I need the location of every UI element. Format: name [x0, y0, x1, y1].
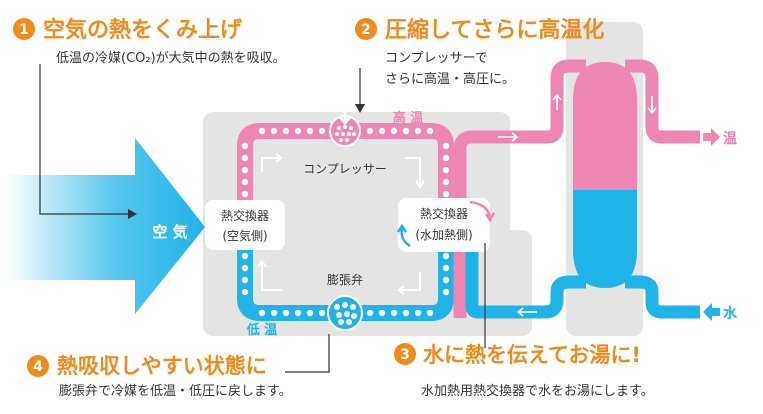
hx-water-pink-arrowhead-icon [484, 212, 496, 223]
water-in-arrow-icon [703, 303, 720, 321]
refrigerant-dot [270, 127, 278, 135]
refrigerant-dot [241, 288, 249, 296]
hx-water-pink-arrow-icon [469, 200, 492, 219]
refrigerant-dot [241, 252, 249, 260]
hx-water-line1: 熱交換器 [420, 206, 468, 221]
refrigerant-dots [241, 127, 450, 317]
refrigerant-dot [241, 166, 249, 174]
step-description: 低温の冷媒(CO₂)が大気中の熱を吸収。 [56, 50, 286, 66]
air-intake-arrow [5, 138, 205, 314]
hx-water-blue-arrowhead-icon [396, 223, 408, 233]
step-title: 空気の熱をくみ上げ [43, 17, 243, 43]
step-description: 膨張弁で冷媒を低温・低圧に戻します。 [59, 384, 292, 399]
step-description: 水加熱用熱交換器で水をお湯にします。 [421, 383, 654, 399]
hx-air-line2: (空気側) [222, 228, 267, 243]
refrigerant-dot [282, 127, 290, 135]
water-in-label: 水 [723, 305, 738, 322]
refrigerant-dot [442, 166, 450, 174]
hot-water-pipe [453, 59, 586, 318]
high-temp-label: 高 温 [393, 110, 424, 126]
refrigerant-dot [270, 309, 278, 317]
refrigerant-dot [442, 142, 450, 150]
refrigerant-dot [378, 127, 386, 135]
refrigerant-dot [258, 127, 266, 135]
refrigerant-dot [241, 154, 249, 162]
refrigerant-dot [442, 276, 450, 284]
refrigerant-dot [241, 142, 249, 150]
refrigerant-dot [366, 127, 374, 135]
refrigerant-dot [414, 309, 422, 317]
hot-water-tank-bottom [573, 190, 637, 288]
refrigerant-dot [294, 309, 302, 317]
step-title: 水に熱を伝えてお湯に! [423, 343, 641, 367]
refrigerant-dot [426, 309, 434, 317]
cold-water-inlet-pipe [625, 275, 700, 319]
compressor-down-arrow-icon [338, 108, 352, 126]
step-number: 2 [361, 22, 371, 38]
step-4: 4 熱吸収しやすい状態に 膨張弁で冷媒を低温・低圧に戻します。 [27, 354, 292, 399]
refrigerant-dot [390, 309, 398, 317]
refrigerant-dot [390, 127, 398, 135]
expansion-valve-label: 膨張弁 [327, 272, 363, 287]
pipe-flow-arrows [498, 93, 657, 317]
hx-water-blue-arrow-icon [400, 227, 411, 248]
refrigerant-dot [378, 309, 386, 317]
compressor-label: コンプレッサー [303, 162, 387, 176]
step-1: 1 空気の熱をくみ上げ 低温の冷媒(CO₂)が大気中の熱を吸収。 [13, 17, 286, 66]
step-description: コンプレッサーで [385, 51, 488, 66]
refrigerant-dot [318, 127, 326, 135]
step-title: 圧縮してさらに高温化 [385, 17, 604, 43]
compressor-dots [335, 125, 356, 142]
refrigerant-dot [318, 309, 326, 317]
expansion-valve-dots [334, 302, 357, 325]
step-number: 4 [33, 359, 43, 375]
heat-exchanger-air-side [205, 200, 285, 250]
refrigerant-dot [442, 154, 450, 162]
leader-arrowhead-icon [355, 104, 365, 113]
hx-air-line1: 熱交換器 [221, 208, 269, 223]
refrigerant-dot [366, 309, 374, 317]
step-3: 3 水に熱を伝えてお湯に! 水加熱用熱交換器で水をお湯にします。 [394, 343, 654, 399]
step-2: 2 圧縮してさらに高温化 コンプレッサーで さらに高温・高圧に。 [355, 17, 604, 87]
refrigerant-dot [306, 127, 314, 135]
hot-out-label: 温 [723, 131, 737, 147]
heat-exchanger-water-side [398, 198, 490, 252]
refrigerant-dot [442, 178, 450, 186]
step-number-badge [355, 18, 377, 40]
refrigerant-dot [241, 190, 249, 198]
hx-water-line2: (水加熱側) [415, 228, 472, 242]
leader-lines [39, 64, 486, 373]
step-number-badge [13, 18, 35, 40]
step-number: 1 [19, 22, 29, 38]
cold-water-return-pipe [465, 236, 586, 319]
low-temp-label: 低 温 [246, 322, 278, 338]
refrigerant-dot [402, 309, 410, 317]
heat-pump-unit-panel [203, 112, 510, 336]
refrigerant-dot [241, 264, 249, 272]
hot-water-tank-top [573, 62, 637, 190]
step-number-badge [27, 355, 49, 377]
refrigerant-dot [426, 127, 434, 135]
refrigerant-dot [241, 276, 249, 284]
refrigerant-dot [442, 288, 450, 296]
refrigerant-dot [414, 127, 422, 135]
air-label: 空 気 [152, 223, 187, 241]
flow-arrow-icon [257, 153, 425, 295]
leader-arrowhead-icon [128, 209, 137, 219]
step-description: さらに高温・高圧に。 [385, 71, 515, 87]
refrigerant-dot [442, 190, 450, 198]
refrigerant-dot [241, 178, 249, 186]
refrigerant-dot [258, 309, 266, 317]
refrigerant-dot [306, 309, 314, 317]
refrigerant-dot [402, 127, 410, 135]
step-number: 3 [400, 347, 410, 363]
step-title: 熱吸収しやすい状態に [57, 354, 267, 378]
step-number-badge [394, 343, 416, 365]
refrigerant-dot [442, 252, 450, 260]
refrigerant-dot [442, 264, 450, 272]
refrigerant-dot [294, 127, 302, 135]
refrigerant-dot [282, 309, 290, 317]
hot-out-arrow-icon [703, 128, 720, 146]
